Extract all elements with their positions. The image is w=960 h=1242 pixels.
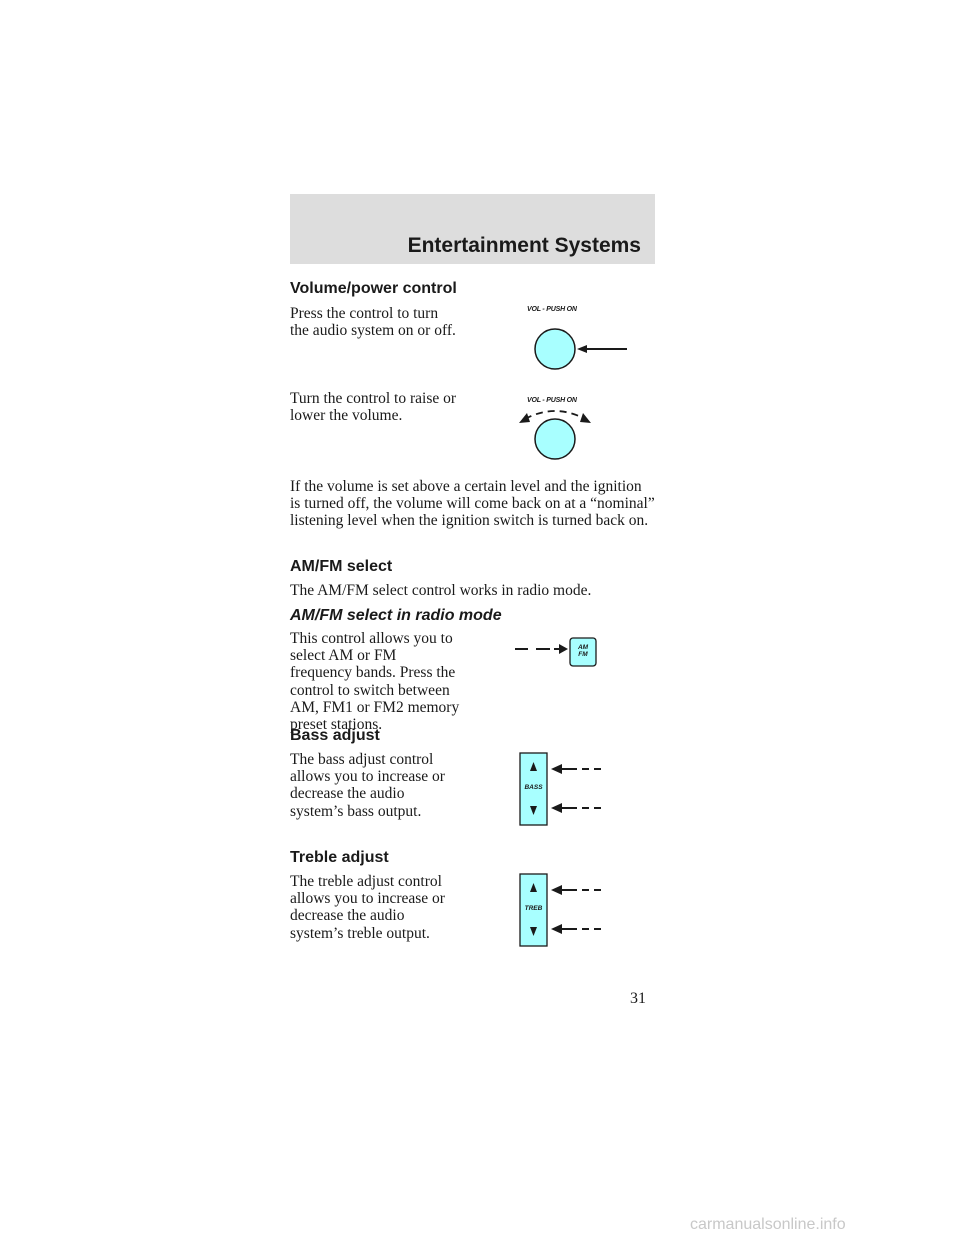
amfm-button-line2: FM [578,650,588,658]
treble-control-label: TREB [524,905,543,912]
knob-label: VOL - PUSH ON [527,397,577,404]
section-header-band: Entertainment Systems [290,194,655,264]
page-number: 31 [630,990,646,1007]
watermark: carmanualsonline.info [690,1216,846,1233]
amfm-radio-text-body: This control allows you to select AM or … [290,630,460,734]
volume-turn-text: Turn the control to raise or lower the v… [290,390,457,425]
bass-control-label: BASS [524,784,543,791]
amfm-radio-subheading: AM/FM select in radio mode [290,607,502,624]
volume-heading: Volume/power control [290,280,457,297]
amfm-button-line1: AM [577,644,589,651]
amfm-heading: AM/FM select [290,558,393,575]
amfm-intro-text: The AM/FM select control works in radio … [290,582,592,599]
bass-text: The bass adjust control allows you to in… [290,751,445,820]
knob-label: VOL - PUSH ON [527,306,577,313]
amfm-button: AM FM [570,644,596,658]
treble-text: The treble adjust control allows you to … [290,873,445,942]
amfm-radio-text: This control allows you to select AM or … [290,630,650,733]
volume-nominal-text: If the volume is set above a certain lev… [290,478,655,530]
bass-heading: Bass adjust [290,727,380,744]
volume-press-text: Press the control to turn the audio syst… [290,305,456,340]
treble-heading: Treble adjust [290,849,389,866]
section-title: Entertainment Systems [407,234,641,257]
